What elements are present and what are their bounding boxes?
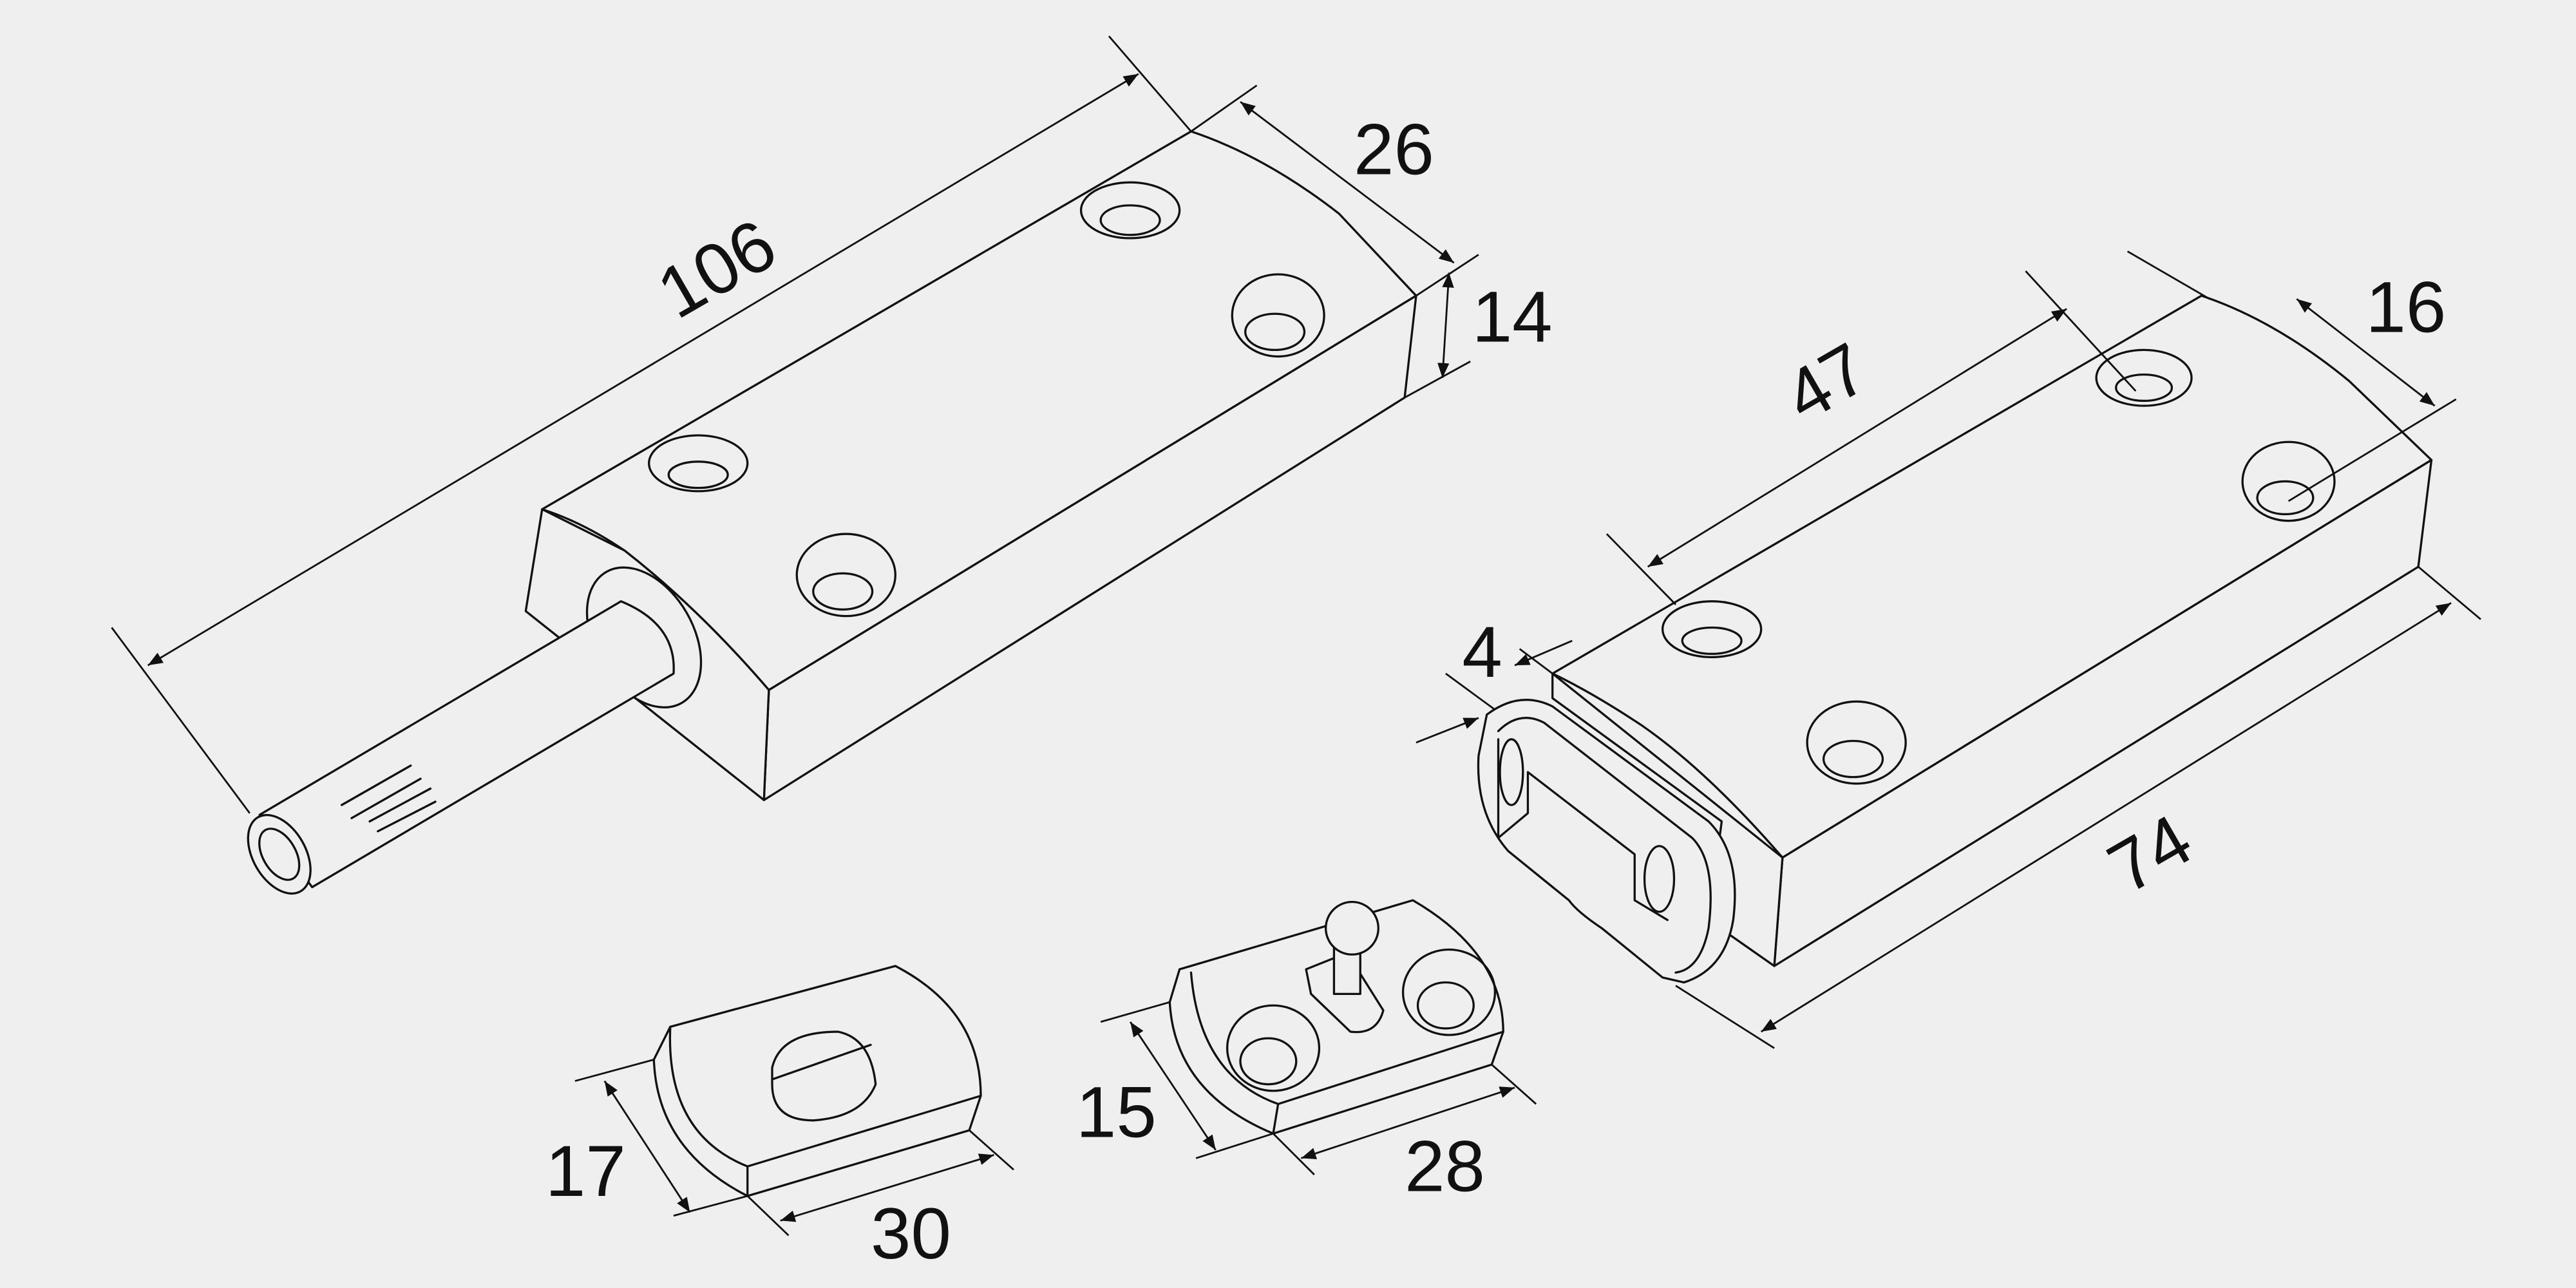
mounting-plate-b	[1168, 899, 1504, 1135]
clip-bracket	[1477, 699, 1736, 984]
short-damper	[1477, 294, 2433, 984]
dim-label-30: 30	[871, 1193, 951, 1274]
dim-label-47: 47	[1771, 327, 1881, 437]
dim-label-28: 28	[1405, 1125, 1485, 1206]
dimensions-plate-b: 15 28	[1076, 1001, 1537, 1206]
dim-label-106: 106	[644, 203, 789, 334]
mounting-plate-a	[652, 965, 982, 1197]
dim-label-17: 17	[545, 1130, 626, 1211]
dimensions-plate-a: 17 30	[545, 1059, 1014, 1274]
long-damper	[247, 130, 1417, 895]
dim-label-16: 16	[2365, 266, 2446, 347]
dim-label-14: 14	[1472, 276, 1553, 357]
dim-label-4: 4	[1462, 611, 1502, 692]
dim-label-15: 15	[1076, 1071, 1157, 1152]
dim-label-26: 26	[1354, 108, 1434, 189]
